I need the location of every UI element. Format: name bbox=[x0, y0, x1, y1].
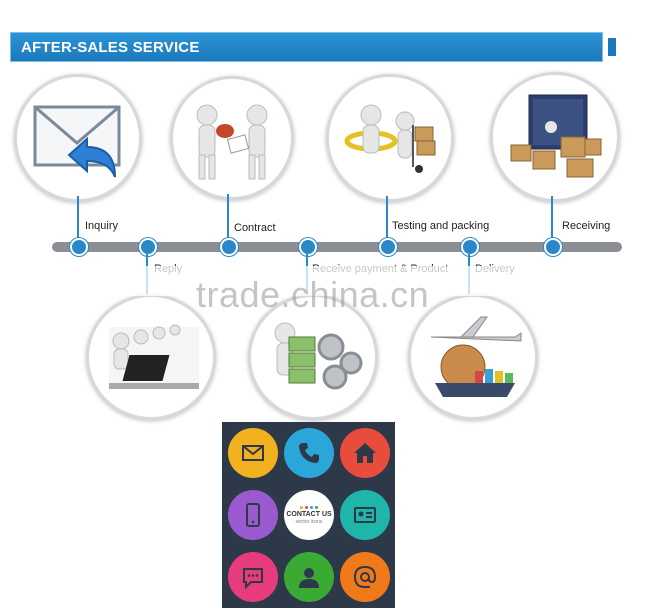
at-sign-icon[interactable] bbox=[340, 552, 390, 602]
timeline-dot-receiving bbox=[544, 238, 562, 256]
envelope-icon[interactable] bbox=[228, 428, 278, 478]
delivery-illustration bbox=[408, 294, 538, 420]
stem-contract bbox=[227, 194, 229, 240]
contact-us-badge[interactable]: CONTACT US vector icons bbox=[284, 490, 334, 540]
timeline-dot-testing bbox=[379, 238, 397, 256]
reply-illustration bbox=[86, 294, 216, 420]
timeline-dot-receive-payment bbox=[299, 238, 317, 256]
chat-bubble-icon[interactable] bbox=[228, 552, 278, 602]
timeline-track bbox=[52, 242, 622, 252]
receiving-illustration bbox=[490, 72, 620, 202]
inquiry-illustration bbox=[14, 74, 142, 202]
header-title: AFTER-SALES SERVICE bbox=[21, 39, 200, 56]
contact-dots bbox=[300, 505, 318, 509]
timeline-dot-inquiry bbox=[70, 238, 88, 256]
label-contract: Contract bbox=[234, 222, 276, 234]
timeline-dot-reply bbox=[139, 238, 157, 256]
contact-us-subtitle: vector icons bbox=[295, 518, 323, 525]
id-card-icon[interactable] bbox=[340, 490, 390, 540]
testing-packing-illustration bbox=[326, 74, 454, 202]
user-icon[interactable] bbox=[284, 552, 334, 602]
header-bar: AFTER-SALES SERVICE bbox=[10, 32, 603, 62]
stem-receiving bbox=[551, 196, 553, 240]
contact-us-title: CONTACT US bbox=[286, 510, 332, 518]
section-header: AFTER-SALES SERVICE bbox=[10, 32, 616, 62]
receive-payment-illustration bbox=[248, 294, 378, 420]
timeline-dot-contract bbox=[220, 238, 238, 256]
home-icon[interactable] bbox=[340, 428, 390, 478]
timeline-dot-delivery bbox=[461, 238, 479, 256]
label-inquiry: Inquiry bbox=[85, 220, 119, 232]
watermark-text: trade.china.cn bbox=[196, 274, 430, 315]
contract-illustration bbox=[170, 76, 294, 200]
label-receiving: Receiving bbox=[562, 220, 611, 232]
contact-icon-grid: CONTACT US vector icons bbox=[222, 422, 395, 608]
mobile-icon[interactable] bbox=[228, 490, 278, 540]
header-cap bbox=[608, 38, 616, 56]
watermark-strip bbox=[86, 266, 586, 296]
phone-icon[interactable] bbox=[284, 428, 334, 478]
stem-inquiry bbox=[77, 196, 79, 240]
label-testing-packing: Testing and packing bbox=[392, 220, 490, 232]
stem-testing bbox=[386, 196, 388, 240]
